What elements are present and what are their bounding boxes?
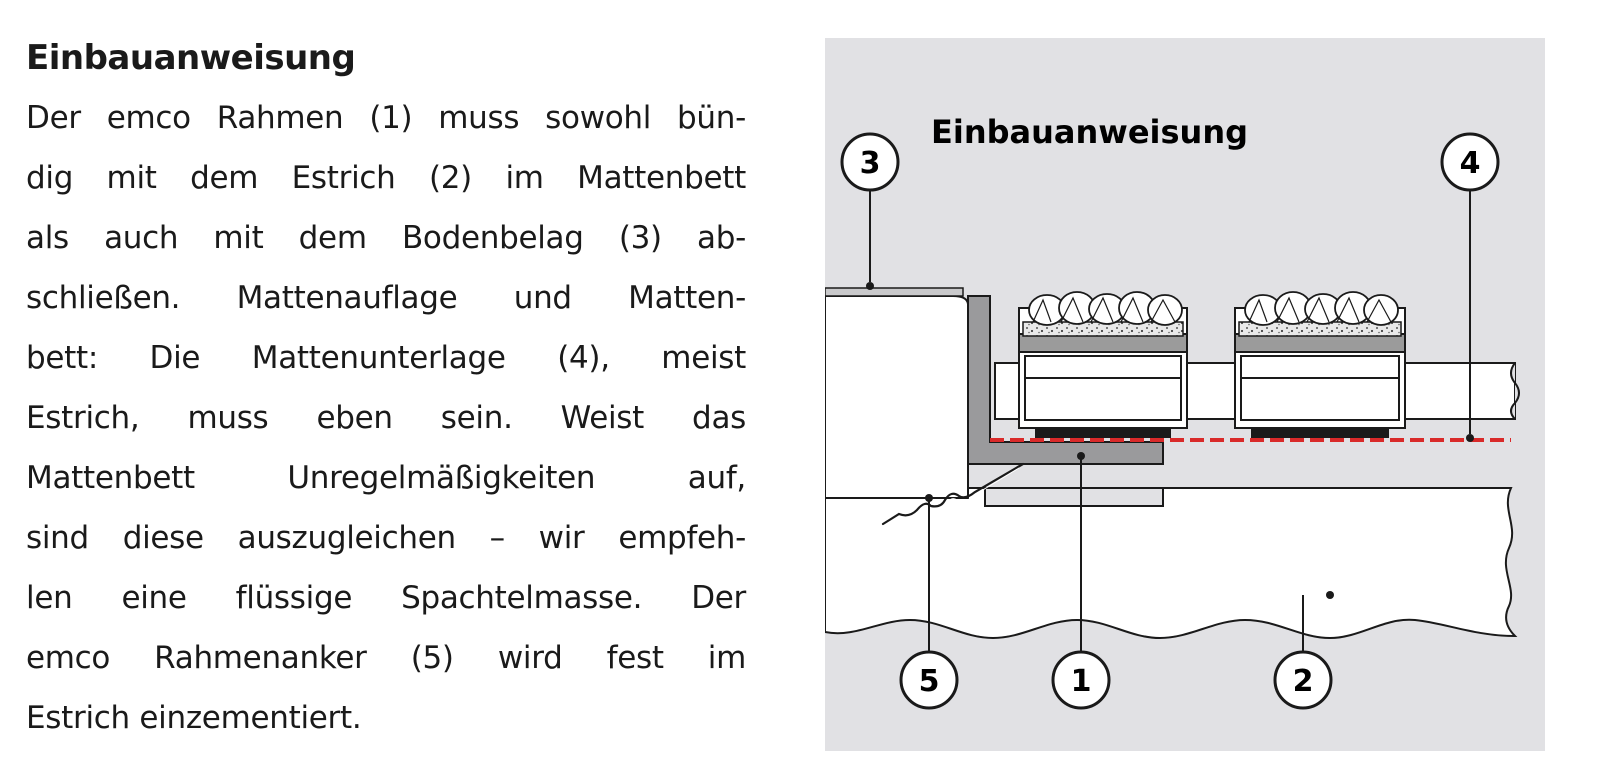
floor-covering	[825, 295, 969, 499]
callout-1-label: 1	[1071, 664, 1092, 699]
paragraph-line: dig mit dem Estrich (2) im Mattenbett	[26, 160, 746, 196]
callout-4: 4	[1440, 132, 1500, 192]
callout-3-label: 3	[860, 146, 881, 181]
callout-2: 2	[1273, 650, 1333, 710]
leader-dot-3	[866, 282, 874, 290]
mat-module-left	[1018, 291, 1188, 438]
paragraph-line: Estrich, muss eben sein. Weist das	[26, 400, 746, 436]
leader-dot-5	[925, 494, 933, 502]
callout-3: 3	[840, 132, 900, 192]
rail-break	[1510, 362, 1520, 420]
mat-module-right	[1234, 291, 1406, 438]
floor-covering-surface	[825, 287, 964, 297]
text-column: Einbauanweisung Der emco Rahmen (1) muss…	[26, 30, 746, 748]
paragraph-line: bett: Die Mattenunterlage (4), meist	[26, 340, 746, 376]
paragraph-line: Mattenbett Unregelmäßigkeiten auf,	[26, 460, 746, 496]
paragraph-line: schließen. Mattenauflage und Matten-	[26, 280, 746, 316]
leader-dot-1	[1077, 452, 1085, 460]
paragraph-line: len eine flüssige Spachtelmasse. Der	[26, 580, 746, 616]
screed-marker-dot	[1326, 591, 1334, 599]
leader-dot-4	[1466, 434, 1474, 442]
section-heading: Einbauanweisung	[26, 38, 356, 78]
paragraph-line: als auch mit dem Bodenbelag (3) ab-	[26, 220, 746, 256]
figure-title: Einbauanweisung	[931, 113, 1248, 151]
frame-anchor	[881, 462, 1025, 526]
paragraph-line: Der emco Rahmen (1) muss sowohl bün-	[26, 100, 746, 136]
callout-5: 5	[899, 650, 959, 710]
paragraph-line: emco Rahmenanker (5) wird fest im	[26, 640, 746, 676]
screed-body	[825, 487, 1518, 640]
callout-5-label: 5	[919, 664, 940, 699]
paragraph-line: sind diese auszugleichen – wir empfeh-	[26, 520, 746, 556]
callout-1: 1	[1051, 650, 1111, 710]
paragraph-line: Estrich einzementiert.	[26, 700, 362, 736]
instruction-paragraph: Der emco Rahmen (1) muss sowohl bün- dig…	[26, 88, 746, 748]
callout-2-label: 2	[1293, 664, 1314, 699]
callout-4-label: 4	[1460, 146, 1481, 181]
installation-diagram: Einbauanweisung 3 4 5 1	[825, 38, 1545, 751]
